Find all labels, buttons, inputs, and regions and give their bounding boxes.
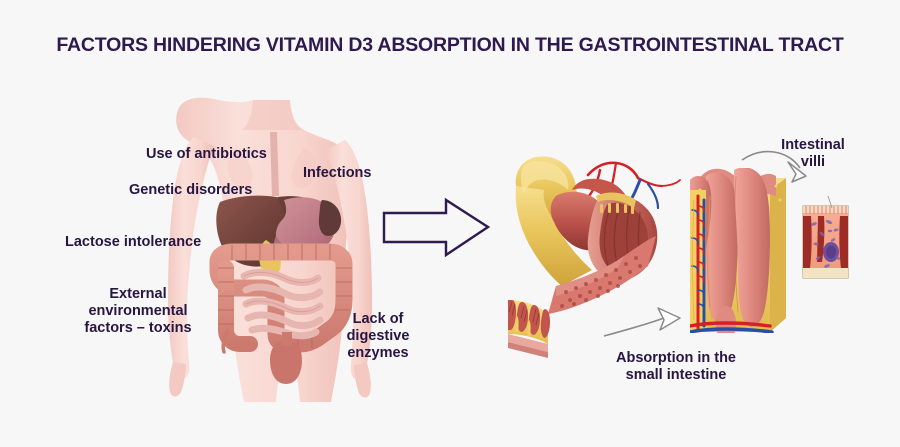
human-body-figure: [168, 97, 372, 403]
small-intestine-illustration: [508, 156, 681, 358]
epithelial-cell-inset: [802, 195, 849, 279]
factor-label-lack-of-digestive-enzymes: Lack of digestive enzymes: [346, 311, 410, 362]
factor-label-infections: Infections: [303, 165, 372, 181]
factor-label-lactose-intolerance: Lactose intolerance: [65, 234, 202, 250]
factor-label-use-of-antibiotics: Use of antibiotics: [146, 146, 267, 162]
factor-label-genetic-disorders: Genetic disorders: [129, 182, 253, 198]
factor-label-external-environmental-factors: External environmental factors – toxins: [84, 286, 192, 337]
callout-arrow-villi: [741, 150, 807, 183]
flow-arrow: [382, 197, 491, 258]
page-title: FACTORS HINDERING VITAMIN D3 ABSORPTION …: [56, 34, 844, 56]
callout-label-intestinal-villi: Intestinal villi: [781, 137, 845, 171]
intestinal-villi-block: [690, 168, 786, 333]
callout-arrow-absorption: [603, 307, 681, 337]
callout-label-absorption-small-intestine: Absorption in the small intestine: [615, 350, 736, 384]
